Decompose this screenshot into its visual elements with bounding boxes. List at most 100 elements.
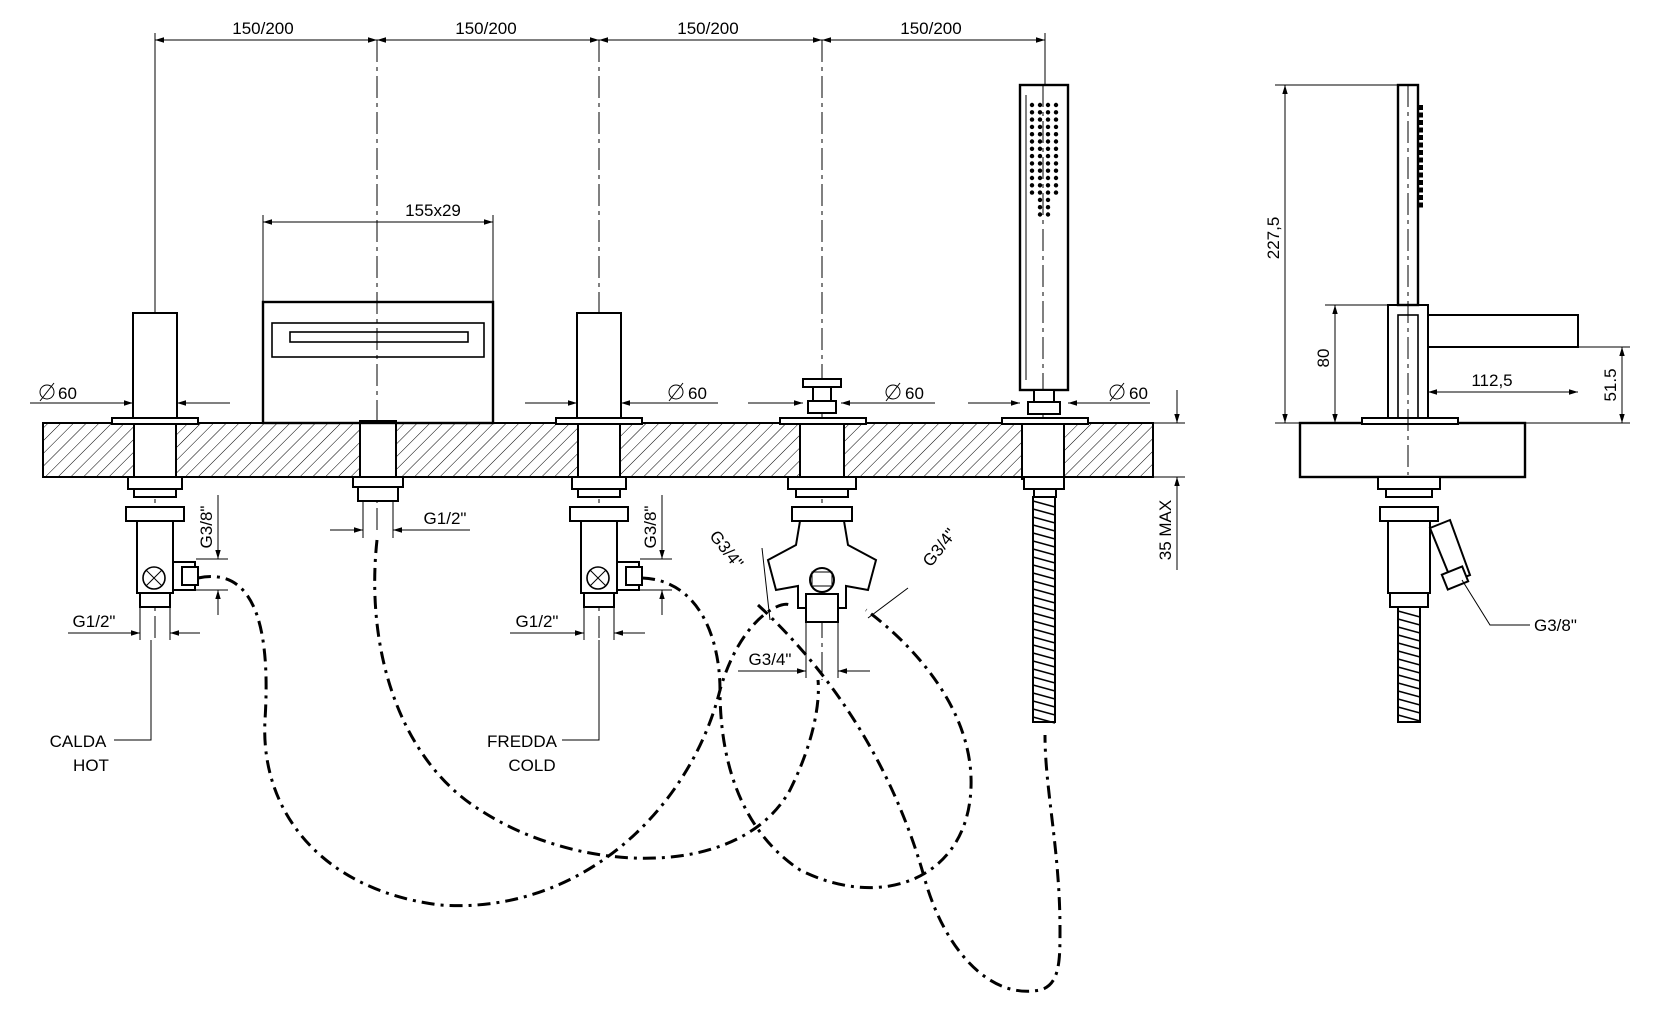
- hose-winding: [1032, 620, 1056, 628]
- hose-winding: [1397, 658, 1421, 666]
- side-projection-label: 112,5: [1471, 371, 1512, 390]
- diverter-bottom-label: G3/4": [749, 650, 792, 669]
- side-nozzle: [1418, 127, 1423, 133]
- nozzle-dot: [1029, 117, 1035, 122]
- hose-winding: [1032, 596, 1056, 604]
- hose-winding: [1397, 674, 1421, 682]
- nozzle-dot: [1045, 153, 1051, 159]
- nozzle-dot: [1053, 168, 1059, 173]
- nozzle-dot: [1045, 212, 1051, 217]
- nozzle-dot: [1029, 168, 1035, 173]
- hose-winding: [1032, 532, 1056, 540]
- hose-winding: [1032, 564, 1056, 572]
- nozzle-dot: [1045, 102, 1051, 108]
- side-view: 227,5 80 112,5 51.5 G3/8": [1264, 83, 1630, 723]
- cold-inlet-label: G1/2": [516, 612, 559, 631]
- nozzle-dot: [1029, 110, 1035, 115]
- nozzle-dot: [1053, 146, 1059, 151]
- deck-thickness-dimension: 35 MAX: [1153, 390, 1185, 570]
- hose-winding: [1032, 660, 1056, 668]
- cold-mixer: G3/8" G1/2" 60 FREDDA COLD: [487, 312, 718, 775]
- nozzle-dot: [1045, 197, 1051, 203]
- diameter-label-1: 60: [58, 384, 77, 403]
- nozzle-dot: [1045, 146, 1051, 151]
- nozzle-dot: [1037, 146, 1043, 151]
- side-nozzle: [1418, 195, 1423, 200]
- side-nozzle: [1418, 135, 1423, 140]
- spacing-label-1: 150/200: [232, 19, 293, 38]
- hose-winding: [1397, 618, 1421, 626]
- spacing-dimensions: 150/200 150/200 150/200 150/200: [154, 19, 1046, 300]
- hose-winding: [1032, 684, 1056, 692]
- flexible-hose: [1032, 496, 1056, 724]
- hose-winding: [1397, 706, 1421, 714]
- side-nozzle: [1418, 150, 1423, 155]
- nozzle-dot: [1045, 190, 1051, 195]
- nozzle-dot: [1037, 175, 1043, 181]
- nozzle-dot: [1037, 124, 1043, 130]
- nozzle-dot: [1029, 183, 1035, 188]
- nozzle-dot: [1029, 102, 1035, 108]
- nozzle-dot: [1037, 197, 1043, 203]
- spout: 155x29 G1/2": [261, 201, 495, 538]
- hose-winding: [1032, 508, 1056, 516]
- spacing-label-4: 150/200: [900, 19, 961, 38]
- hose-winding: [1032, 612, 1056, 620]
- nozzle-dot: [1053, 139, 1059, 144]
- nozzle-dot: [1053, 190, 1059, 195]
- nozzle-dot: [1029, 190, 1035, 195]
- nozzle-dot: [1029, 153, 1035, 159]
- nozzle-dot: [1045, 183, 1051, 188]
- nozzle-dot: [1053, 132, 1059, 137]
- hose-winding: [1032, 588, 1056, 596]
- side-nozzle: [1418, 120, 1423, 125]
- hose-winding: [1032, 540, 1056, 548]
- nozzle-dot: [1037, 168, 1043, 173]
- side-height-mixer-label: 80: [1314, 349, 1333, 368]
- side-nozzle: [1418, 202, 1423, 208]
- hot-label-en: HOT: [73, 756, 109, 775]
- nozzle-dot: [1037, 183, 1043, 188]
- nozzle-dot: [1037, 190, 1043, 195]
- nozzle-dot: [1053, 153, 1059, 159]
- diameter-label-3: 60: [905, 384, 924, 403]
- nozzle-dot: [1045, 117, 1051, 122]
- nozzle-dot: [1045, 132, 1051, 137]
- side-nozzle: [1418, 165, 1423, 170]
- diameter-label-2: 60: [688, 384, 707, 403]
- side-nozzle: [1418, 105, 1423, 110]
- hose-winding: [1397, 626, 1421, 634]
- nozzle-dot: [1045, 139, 1051, 144]
- hose-winding: [1397, 698, 1421, 706]
- hose-winding: [1032, 516, 1056, 524]
- cold-label-it: FREDDA: [487, 732, 558, 751]
- hose-winding: [1032, 500, 1056, 508]
- hand-shower: 60: [968, 83, 1150, 724]
- side-nozzle: [1418, 112, 1423, 118]
- nozzle-dot: [1053, 175, 1059, 181]
- cold-outlet-label: G3/8": [641, 506, 660, 549]
- side-nozzle: [1418, 157, 1423, 163]
- side-nozzle: [1418, 172, 1423, 178]
- nozzle-dot: [1029, 161, 1035, 166]
- nozzle-dot: [1045, 175, 1051, 181]
- hose-winding: [1032, 700, 1056, 708]
- nozzle-dot: [1045, 124, 1051, 130]
- hose-winding: [1032, 604, 1056, 612]
- hot-inlet-label: G1/2": [73, 612, 116, 631]
- nozzle-dot: [1045, 168, 1051, 173]
- side-height-total-label: 227,5: [1264, 217, 1283, 260]
- side-nozzle-column: [1418, 105, 1423, 208]
- diverter-right-label: G3/4": [919, 525, 960, 570]
- nozzle-dot: [1045, 110, 1051, 115]
- nozzle-dot: [1037, 132, 1043, 137]
- nozzle-dot: [1053, 183, 1059, 188]
- hose-winding: [1397, 650, 1421, 658]
- side-nozzle: [1418, 187, 1423, 193]
- nozzle-dot: [1053, 124, 1059, 130]
- hose-winding: [1032, 652, 1056, 660]
- hose-winding: [1397, 690, 1421, 698]
- side-flexible-hose: [1397, 606, 1421, 723]
- hose-winding: [1032, 556, 1056, 564]
